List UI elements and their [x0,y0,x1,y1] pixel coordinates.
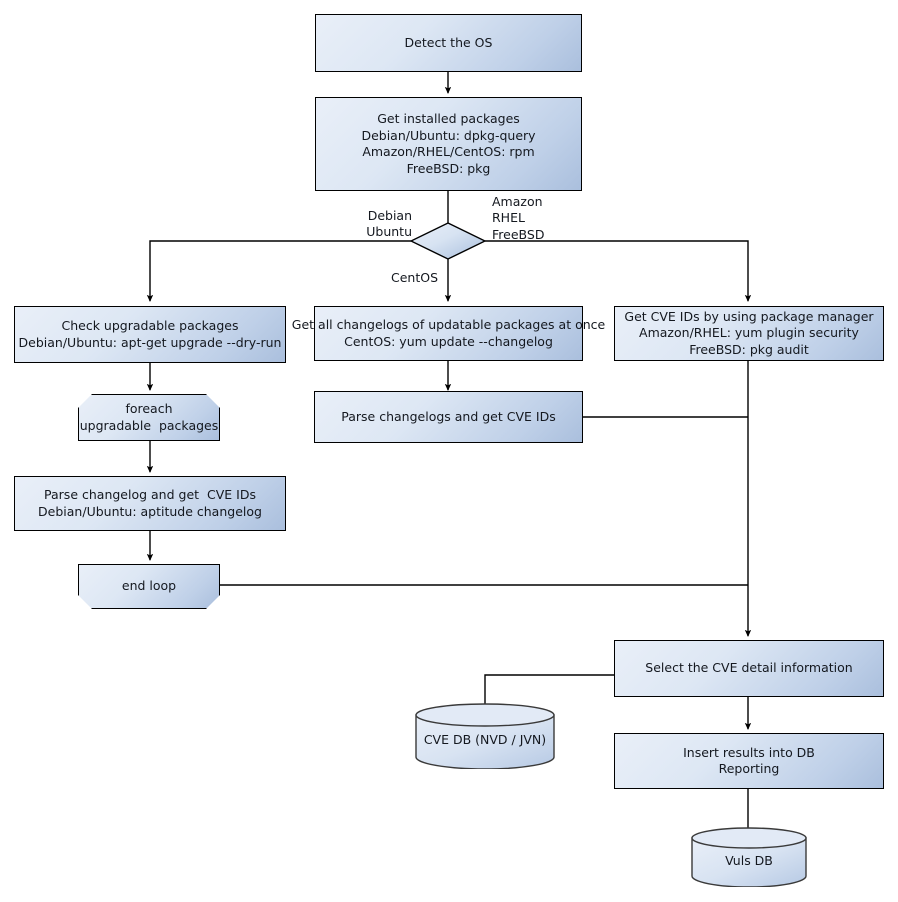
node-get-installed-packages[interactable]: Get installed packages Debian/Ubuntu: dp… [315,97,582,191]
edge-select-cve-to-cvedb [484,674,614,705]
node-insert-results-into-db[interactable]: Insert results into DB Reporting [614,733,884,789]
edge-label-centos: CentOS [390,270,438,285]
cylinder-shape-vuls-db [691,827,807,888]
end-loop-shape: end loop [78,564,220,609]
node-get-all-changelogs[interactable]: Get all changelogs of updatable packages… [292,306,605,361]
diamond-shape [409,222,487,260]
node-check-upgradable-packages[interactable]: Check upgradable packages Debian/Ubuntu:… [14,306,286,363]
edge-decision-to-pkgmgr [485,240,752,303]
cylinder-shape-cve-db [415,703,555,770]
node-parse-changelogs-multi[interactable]: Parse changelogs and get CVE IDs [314,391,583,443]
node-select-cve-detail[interactable]: Select the CVE detail information [614,640,884,697]
node-foreach-loop[interactable]: foreach upgradable packages [78,394,220,441]
node-cve-db[interactable]: CVE DB (NVD / JVN) [414,703,556,770]
node-end-loop[interactable]: end loop [78,564,220,609]
node-detect-the-os[interactable]: Detect the OS [315,14,582,72]
edge-label-amazon-rhel-freebsd: Amazon RHEL FreeBSD [492,194,545,242]
edge-decision-to-check-upgradable [146,240,411,303]
foreach-loop-shape: foreach upgradable packages [78,394,220,441]
node-vuls-db[interactable]: Vuls DB [690,827,808,888]
node-parse-changelog-single[interactable]: Parse changelog and get CVE IDs Debian/U… [14,476,286,531]
node-get-cve-ids-package-manager[interactable]: Get CVE IDs by using package manager Ama… [614,306,884,361]
edge-label-debian-ubuntu: Debian Ubuntu [366,208,412,240]
node-os-decision[interactable] [409,222,487,260]
